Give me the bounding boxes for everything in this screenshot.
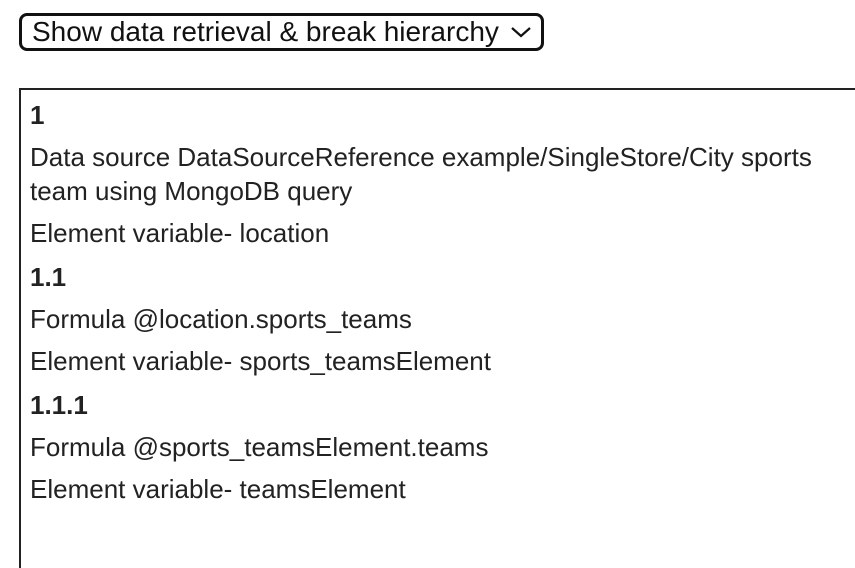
node-detail: Element variable- location	[30, 218, 330, 248]
show-hierarchy-dropdown[interactable]: Show data retrieval & break hierarchy	[19, 13, 544, 51]
node-detail: Element variable- teamsElement	[30, 474, 406, 504]
node-detail: Formula @sports_teamsElement.teams	[30, 432, 489, 462]
node-detail: Element variable- sports_teamsElement	[30, 346, 491, 376]
hierarchy-node: 1.1 Formula @location.sports_teams Eleme…	[30, 260, 854, 378]
dropdown-label: Show data retrieval & break hierarchy	[32, 16, 499, 47]
hierarchy-node: 1.1.1 Formula @sports_teamsElement.teams…	[30, 388, 854, 506]
node-detail: Formula @location.sports_teams	[30, 304, 412, 334]
node-detail: Data source DataSourceReference example/…	[30, 142, 812, 206]
chevron-down-icon	[509, 22, 533, 42]
hierarchy-node: 1 Data source DataSourceReference exampl…	[30, 98, 854, 250]
node-id: 1.1.1	[30, 390, 88, 420]
node-id: 1.1	[30, 262, 67, 292]
hierarchy-panel: 1 Data source DataSourceReference exampl…	[19, 88, 855, 568]
node-id: 1	[30, 100, 45, 130]
